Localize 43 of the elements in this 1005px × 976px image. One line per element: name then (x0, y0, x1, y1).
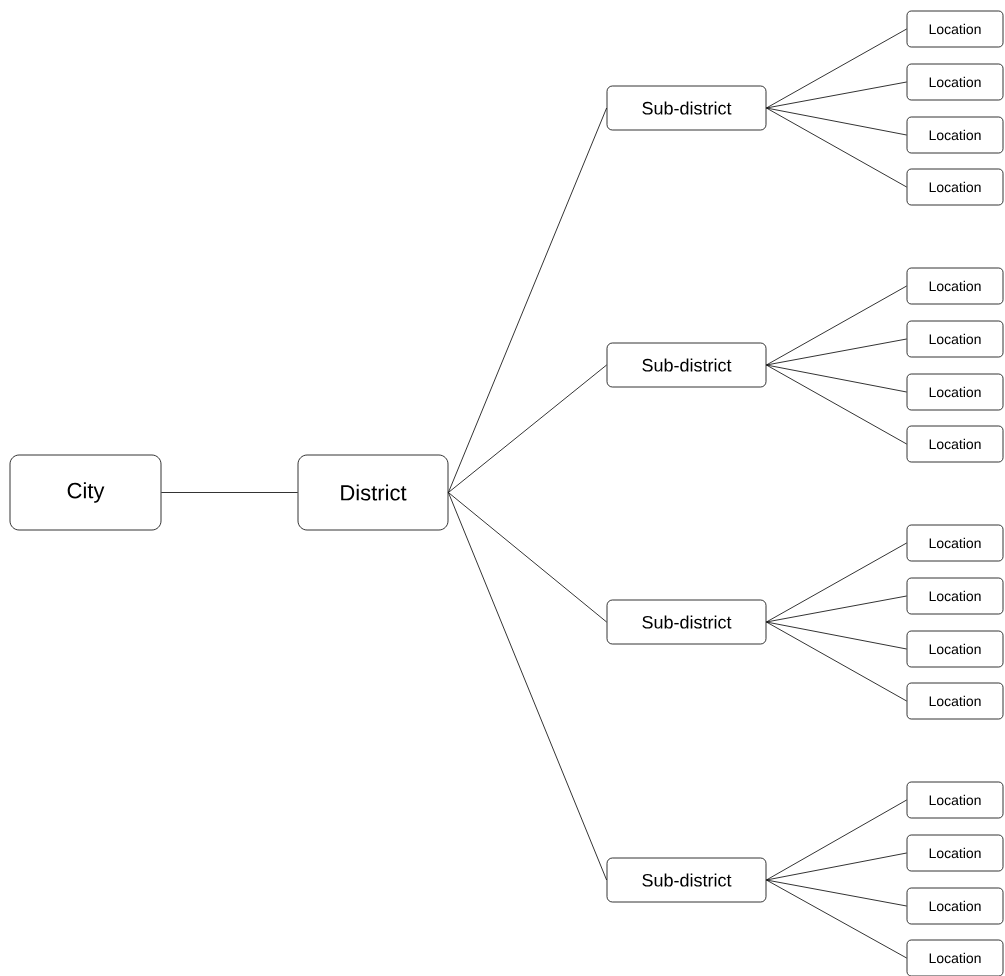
sub-district-box: Sub-district (606, 85, 767, 131)
connector-line (161, 492, 298, 493)
connector-line (766, 879, 907, 907)
location-box: Location (906, 10, 1004, 48)
location-box: Location (906, 168, 1004, 206)
connector-line (766, 879, 907, 959)
location-box: Location (906, 320, 1004, 358)
connector-line (766, 107, 907, 188)
location-box: Location (906, 425, 1004, 463)
location-box: Location (906, 63, 1004, 101)
location-box: Location (906, 373, 1004, 411)
location-box: Location (906, 887, 1004, 925)
connector-line (448, 492, 607, 881)
connector-line (766, 81, 907, 109)
location-box: Location (906, 781, 1004, 819)
sub-district-box: Sub-district (606, 599, 767, 645)
connector-line (766, 542, 907, 623)
connector-line (766, 107, 907, 136)
connector-line (766, 28, 907, 109)
connector-line (448, 492, 607, 623)
sub-district-box: Sub-district (606, 342, 767, 388)
district-box: District (297, 454, 449, 531)
connector-line (448, 364, 607, 493)
connector-line (766, 364, 907, 393)
location-box: Location (906, 267, 1004, 305)
location-box: Location (906, 682, 1004, 720)
location-box: Location (906, 939, 1004, 976)
connector-line (766, 364, 907, 445)
connector-line (766, 595, 907, 623)
connector-line (766, 799, 907, 881)
connector-line (766, 852, 907, 881)
sub-district-box: Sub-district (606, 857, 767, 903)
connector-line (766, 338, 907, 366)
city-box: City (9, 454, 162, 531)
connector-line (448, 107, 607, 493)
location-box: Location (906, 630, 1004, 668)
connector-line (766, 621, 907, 702)
location-box: Location (906, 577, 1004, 615)
connector-line (766, 285, 907, 366)
connector-line (766, 621, 907, 650)
location-box: Location (906, 524, 1004, 562)
location-box: Location (906, 116, 1004, 154)
location-box: Location (906, 834, 1004, 872)
